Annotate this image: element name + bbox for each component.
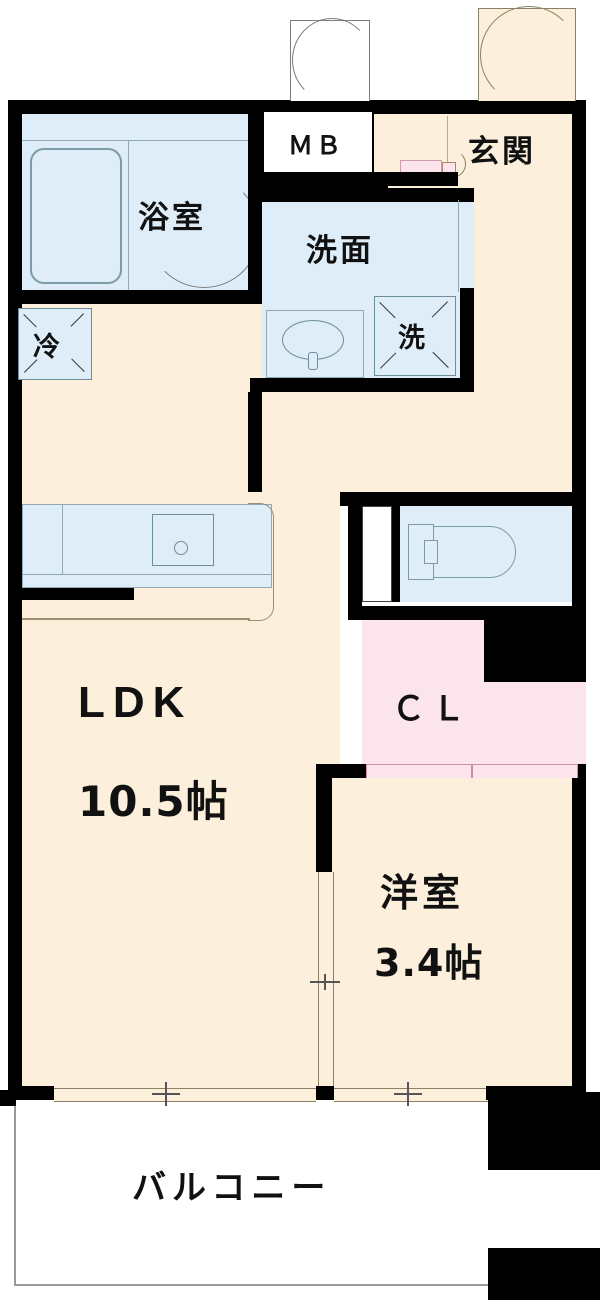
balcony-label: バルコニー xyxy=(132,1168,332,1208)
kitchen-counter-return xyxy=(248,503,274,621)
outer-wall-left xyxy=(8,100,22,1100)
bedroom-floor xyxy=(330,778,572,1090)
balcony-step-notch xyxy=(488,1248,506,1300)
bedroom-label: 洋室 xyxy=(380,871,465,915)
vanity-basin xyxy=(282,320,344,360)
kitchen-counter-front-edge xyxy=(22,618,250,620)
mb-box xyxy=(264,112,372,172)
sliding-door-center-mark-v xyxy=(324,974,326,990)
toilet-paper-holder-niche xyxy=(362,506,392,602)
toilet-left-wall xyxy=(348,492,362,620)
entrance-hall-right-stub xyxy=(572,480,586,506)
kitchen-base-wall xyxy=(18,588,134,600)
kitchen-sink-drain xyxy=(174,541,188,555)
counter-front-line xyxy=(22,574,272,575)
washroom-right-inner-line xyxy=(458,200,459,292)
bedroom-size-label: 3.4帖 xyxy=(374,941,484,985)
window-mark-left-v xyxy=(165,1082,167,1106)
balcony-sliding-track-right xyxy=(334,1088,488,1102)
ldk-label: LDK xyxy=(78,678,193,727)
ldk-size-label: 10.5帖 xyxy=(78,777,229,826)
entrance-door-arc xyxy=(480,6,578,104)
stove-divider xyxy=(62,505,63,575)
window-mark-right-v xyxy=(407,1082,409,1106)
closet-back-wall xyxy=(480,620,586,682)
sliding-track-bottom-stop xyxy=(316,1086,334,1100)
vanity-faucet xyxy=(308,352,318,370)
entrance-label: 玄関 xyxy=(468,134,536,170)
balcony-right-step xyxy=(488,1248,600,1300)
washroom-bottom-wall xyxy=(250,378,474,392)
ldk-bedroom-sliding-track xyxy=(318,872,334,1088)
bathroom-right-wall xyxy=(248,100,262,304)
balcony-area xyxy=(14,1098,526,1286)
hall-wall-left-stub xyxy=(340,492,362,506)
bathroom-divider xyxy=(128,140,129,292)
ldk-bottom-right-wall xyxy=(486,1086,586,1100)
toilet-bowl xyxy=(432,526,516,578)
toilet-lever xyxy=(424,540,438,564)
bedroom-right-wall-seg xyxy=(572,778,586,1090)
refrigerator-label: 冷 xyxy=(33,332,61,363)
bathroom-bottom-wall xyxy=(8,290,260,304)
balcony-right-partition xyxy=(488,1092,600,1170)
washroom-top-wall xyxy=(262,188,474,202)
ldk-hall-wall xyxy=(248,392,262,492)
closet-label: ＣＬ xyxy=(392,690,472,727)
washroom-right-wall xyxy=(460,288,474,392)
kitchen-counter xyxy=(22,504,272,588)
toilet-bottom-wall xyxy=(348,606,586,620)
hall-floor-left xyxy=(262,392,380,492)
bathroom-door-arc xyxy=(148,176,260,288)
bathtub xyxy=(30,148,122,284)
ldk-hall-wall-lower xyxy=(248,480,262,492)
toilet-top-wall xyxy=(348,492,586,506)
washing-machine-label: 洗 xyxy=(398,323,426,354)
balcony-sliding-track-left xyxy=(54,1088,316,1102)
mb-label: ＭＢ xyxy=(288,132,345,160)
bathroom-upper-line xyxy=(22,140,252,141)
ldk-bedroom-wall-stub xyxy=(316,764,332,872)
toilet-niche-gap xyxy=(392,506,400,602)
kitchen-sink xyxy=(152,514,214,566)
entrance-inner-wall-left xyxy=(374,172,458,186)
ldk-bottom-left-wall xyxy=(8,1086,54,1100)
closet-area-lower xyxy=(362,682,586,764)
hall-floor xyxy=(388,392,572,492)
mb-door-arc xyxy=(292,18,372,102)
washroom-label: 洗面 xyxy=(306,233,374,269)
